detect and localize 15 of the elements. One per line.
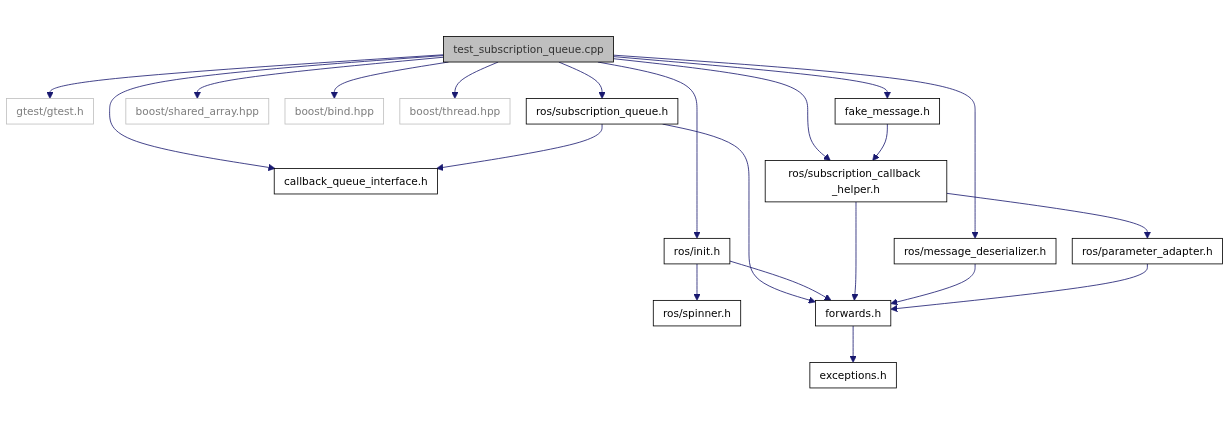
node-box: exceptions.h (809, 362, 897, 389)
node-box: ros/parameter_adapter.h (1071, 238, 1223, 265)
node-box: test_subscription_queue.cpp (443, 36, 614, 63)
node-box: ros/subscription_queue.h (525, 98, 679, 125)
node-box: boost/thread.hpp (399, 98, 511, 125)
node-box: fake_message.h (834, 98, 940, 125)
node-box: ros/init.h (663, 238, 731, 265)
node-box: ros/subscription_callback _helper.h (764, 160, 948, 203)
node-box: ros/message_deserializer.h (893, 238, 1057, 265)
node-box: boost/shared_array.hpp (125, 98, 270, 125)
node-box: boost/bind.hpp (284, 98, 384, 125)
node-box: forwards.h (815, 300, 892, 327)
node-box: gtest/gtest.h (6, 98, 94, 125)
node-box: ros/spinner.h (652, 300, 742, 327)
node-box: callback_queue_interface.h (273, 168, 438, 195)
